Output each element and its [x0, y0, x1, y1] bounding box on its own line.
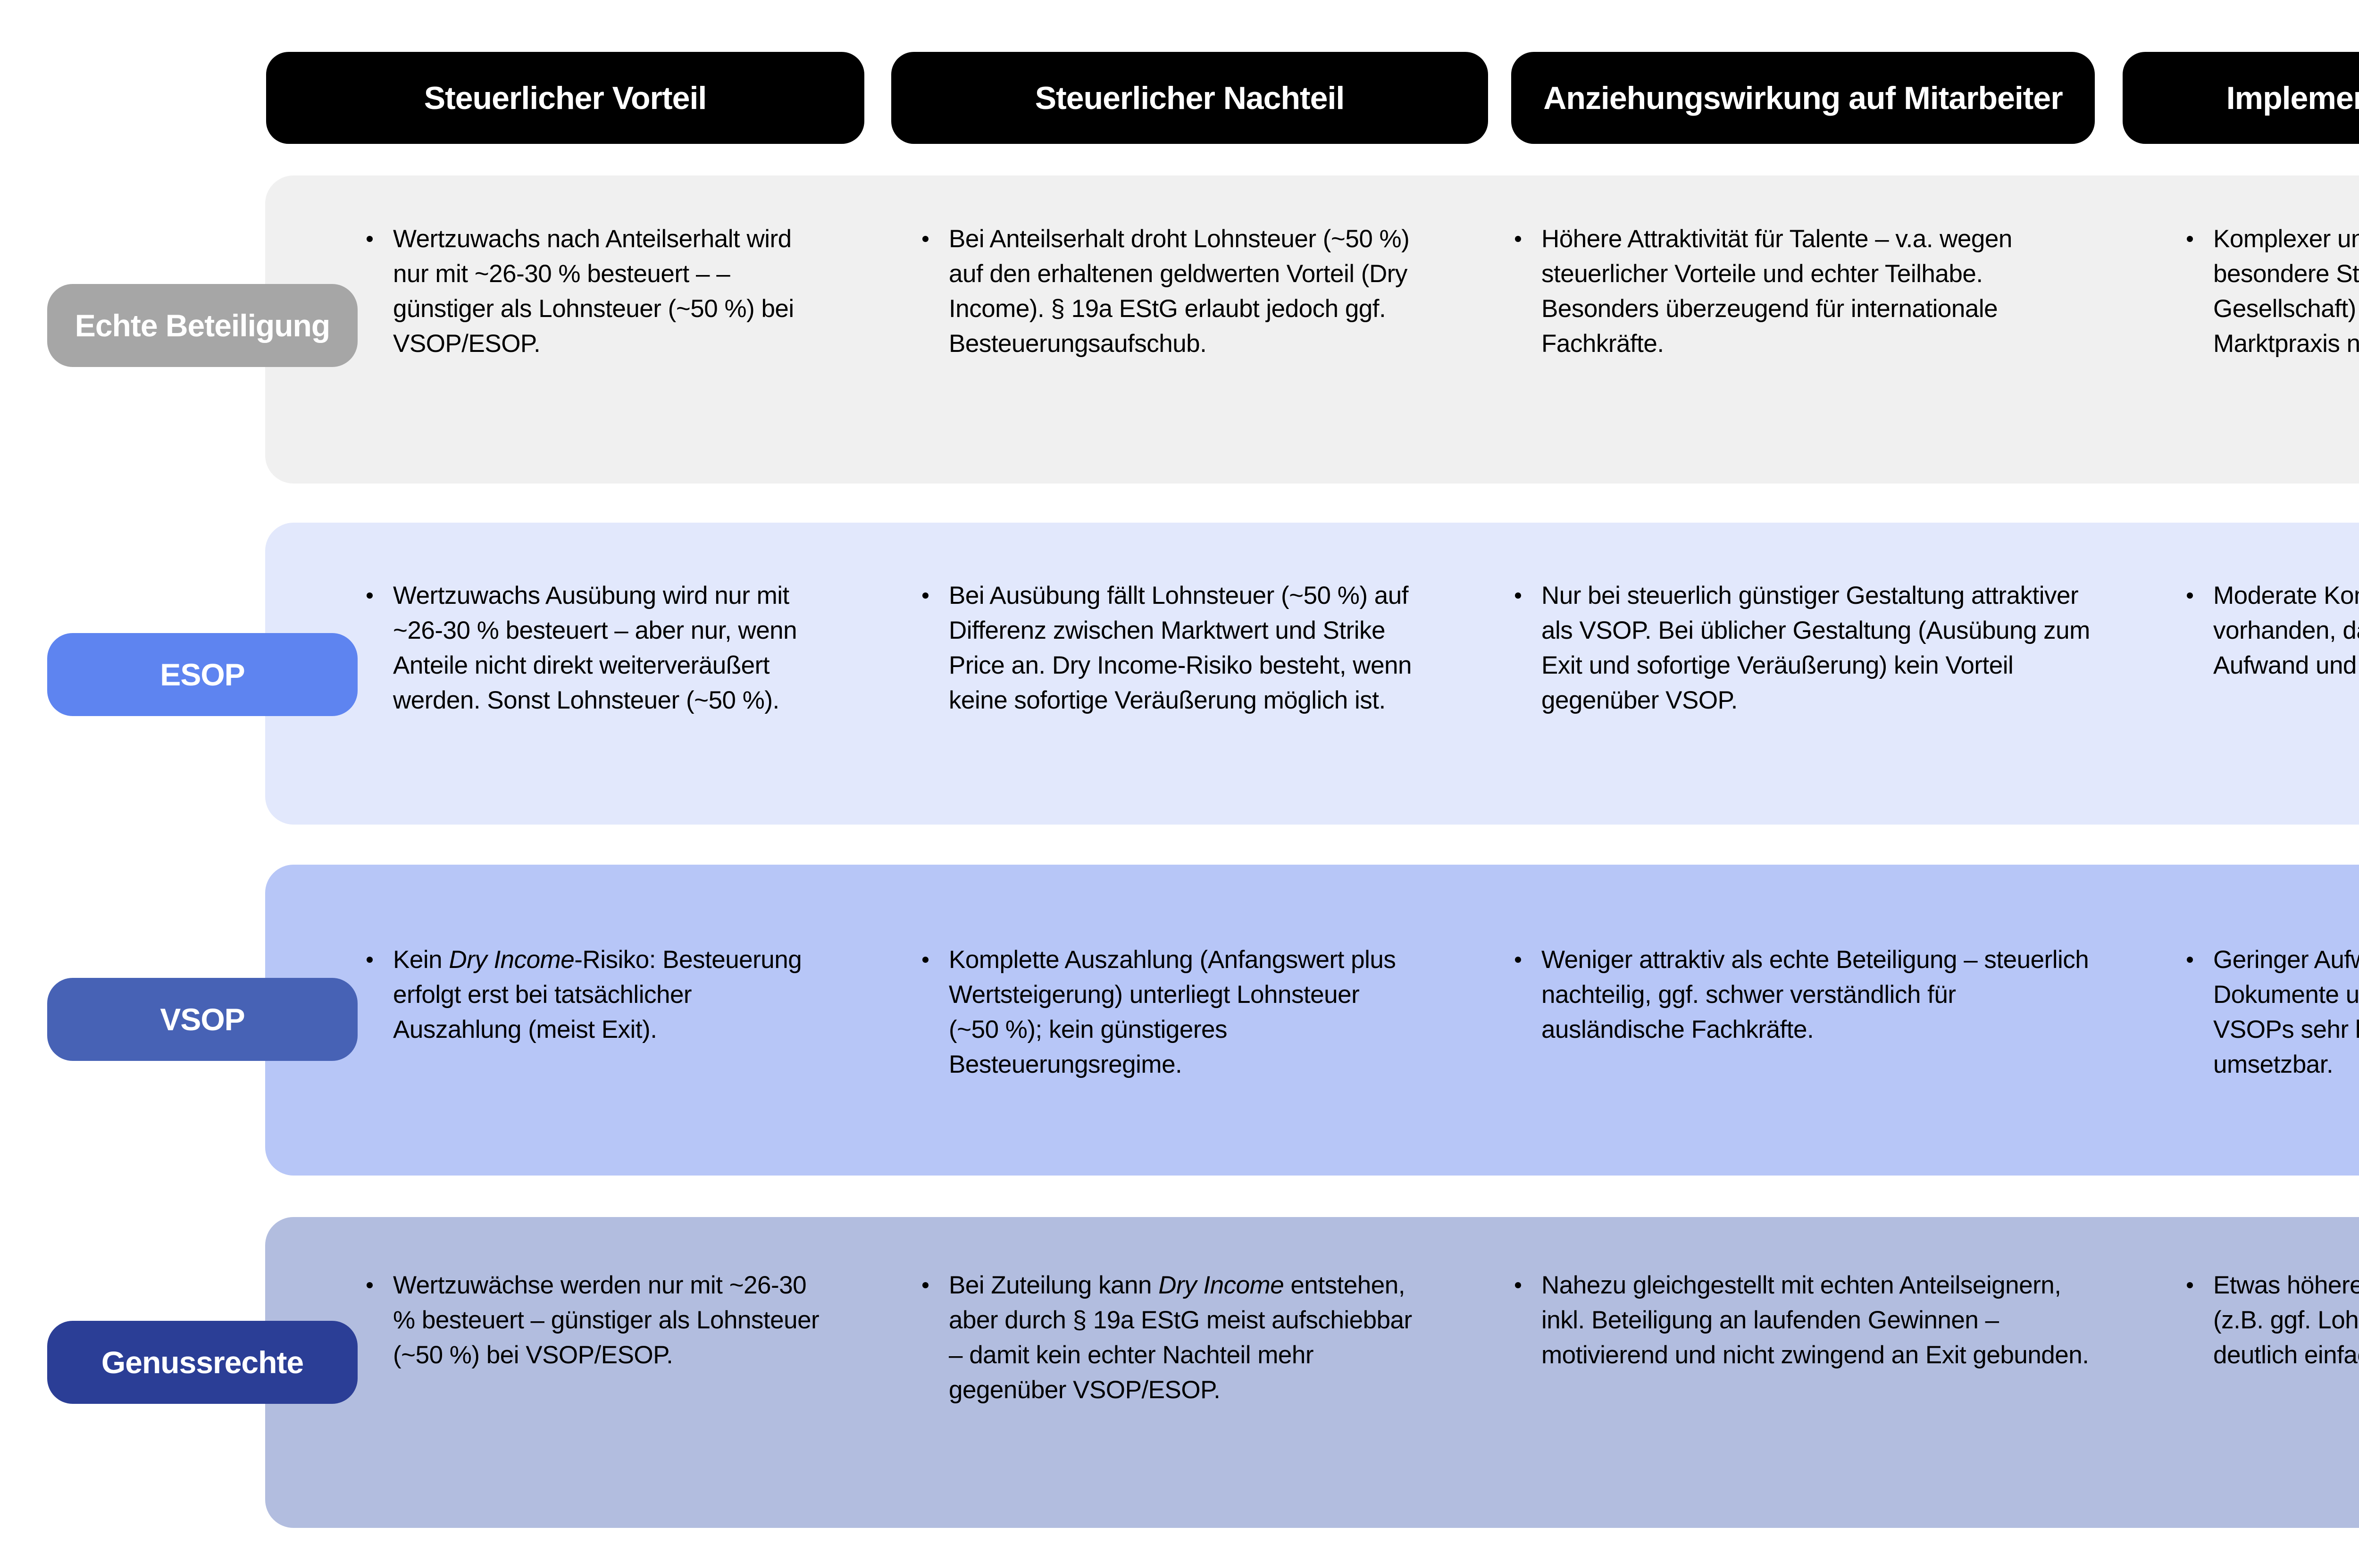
bullet-icon	[1515, 1282, 1521, 1288]
cell-genussrechte-anziehungswirkung: Nahezu gleichgestellt mit echten Anteils…	[1514, 1268, 2091, 1373]
bullet-icon	[367, 236, 373, 242]
bullet-icon	[922, 1282, 929, 1288]
cell-text: Wertzuwächse werden nur mit ~26-30 % bes…	[393, 1271, 820, 1369]
bullet-icon	[2187, 236, 2193, 242]
cell-echte-beteiligung-steuerlicher-nachteil: Bei Anteilserhalt droht Lohnsteuer (~50 …	[921, 222, 1414, 361]
bullet-icon	[367, 592, 373, 599]
cell-text: Nur bei steuerlich günstiger Gestaltung …	[1541, 582, 2090, 714]
cell-echte-beteiligung-anziehungswirkung: Höhere Attraktivität für Talente – v.a. …	[1514, 222, 2091, 361]
cell-text: Höhere Attraktivität für Talente – v.a. …	[1541, 225, 2012, 358]
cell-text: Wertzuwachs nach Anteilserhalt wird nur …	[393, 225, 794, 358]
cell-esop-steuerlicher-nachteil: Bei Ausübung fällt Lohnsteuer (~50 %) au…	[921, 578, 1414, 718]
cell-vsop-steuerlicher-nachteil: Komplette Auszahlung (Anfangswert plus W…	[921, 942, 1414, 1082]
column-header-anziehungswirkung: Anziehungswirkung auf Mitarbeiter	[1511, 52, 2095, 144]
bullet-icon	[2187, 1282, 2193, 1288]
cell-text: Wertzuwachs Ausübung wird nur mit ~26-30…	[393, 582, 797, 714]
cell-text: Bei Zuteilung kann Dry Income entstehen,…	[949, 1271, 1412, 1404]
row-label-genussrechte: Genussrechte	[47, 1321, 358, 1404]
cell-vsop-anziehungswirkung: Weniger attraktiv als echte Beteiligung …	[1514, 942, 2091, 1047]
column-header-steuerlicher-vorteil: Steuerlicher Vorteil	[266, 52, 864, 144]
row-band-esop	[265, 523, 2359, 825]
bullet-icon	[922, 957, 929, 963]
bullet-icon	[922, 236, 929, 242]
cell-text: Komplexer und teurer als VSOP/ESOP: beso…	[2213, 225, 2359, 358]
bullet-icon	[1515, 236, 1521, 242]
cell-vsop-steuerlicher-vorteil: Kein Dry Income-Risiko: Besteuerung erfo…	[366, 942, 825, 1047]
bullet-icon	[2187, 957, 2193, 963]
bullet-icon	[2187, 592, 2193, 599]
bullet-icon	[1515, 957, 1521, 963]
cell-vsop-implementierungsaufwand: Geringer Aufwand: Standardisierte Dokume…	[2186, 942, 2359, 1082]
bullet-icon	[1515, 592, 1521, 599]
cell-text: Bei Anteilserhalt droht Lohnsteuer (~50 …	[949, 225, 1410, 358]
cell-text: Bei Ausübung fällt Lohnsteuer (~50 %) au…	[949, 582, 1412, 714]
cell-text: Etwas höherer Aufwand als bei VSOP/ESOP …	[2213, 1271, 2359, 1369]
row-label-echte-beteiligung: Echte Beteiligung	[47, 284, 358, 367]
column-header-steuerlicher-nachteil: Steuerlicher Nachteil	[891, 52, 1488, 144]
row-label-vsop: VSOP	[47, 978, 358, 1061]
cell-text: Geringer Aufwand: Standardisierte Dokume…	[2213, 946, 2359, 1078]
cell-text: Weniger attraktiv als echte Beteiligung …	[1541, 946, 2089, 1043]
cell-text: Moderate Komplexität: Marktstandard vorh…	[2213, 582, 2359, 679]
row-band-vsop	[265, 865, 2359, 1176]
cell-text: Kein Dry Income-Risiko: Besteuerung erfo…	[393, 946, 802, 1043]
cell-echte-beteiligung-steuerlicher-vorteil: Wertzuwachs nach Anteilserhalt wird nur …	[366, 222, 825, 361]
cell-text: Komplette Auszahlung (Anfangswert plus W…	[949, 946, 1396, 1078]
row-band-genussrechte	[265, 1217, 2359, 1528]
bullet-icon	[367, 957, 373, 963]
cell-genussrechte-implementierungsaufwand: Etwas höherer Aufwand als bei VSOP/ESOP …	[2186, 1268, 2359, 1373]
cell-genussrechte-steuerlicher-vorteil: Wertzuwächse werden nur mit ~26-30 % bes…	[366, 1268, 825, 1373]
bullet-icon	[367, 1282, 373, 1288]
row-label-esop: ESOP	[47, 633, 358, 716]
cell-echte-beteiligung-implementierungsaufwand: Komplexer und teurer als VSOP/ESOP: beso…	[2186, 222, 2359, 361]
cell-text: Nahezu gleichgestellt mit echten Anteils…	[1541, 1271, 2089, 1369]
cell-esop-implementierungsaufwand: Moderate Komplexität: Marktstandard vorh…	[2186, 578, 2359, 683]
cell-esop-anziehungswirkung: Nur bei steuerlich günstiger Gestaltung …	[1514, 578, 2091, 718]
column-header-implementierungsaufwand: Implementierungsaufwand	[2123, 52, 2359, 144]
cell-genussrechte-steuerlicher-nachteil: Bei Zuteilung kann Dry Income entstehen,…	[921, 1268, 1414, 1408]
cell-esop-steuerlicher-vorteil: Wertzuwachs Ausübung wird nur mit ~26-30…	[366, 578, 825, 718]
bullet-icon	[922, 592, 929, 599]
row-band-echte-beteiligung	[265, 175, 2359, 484]
